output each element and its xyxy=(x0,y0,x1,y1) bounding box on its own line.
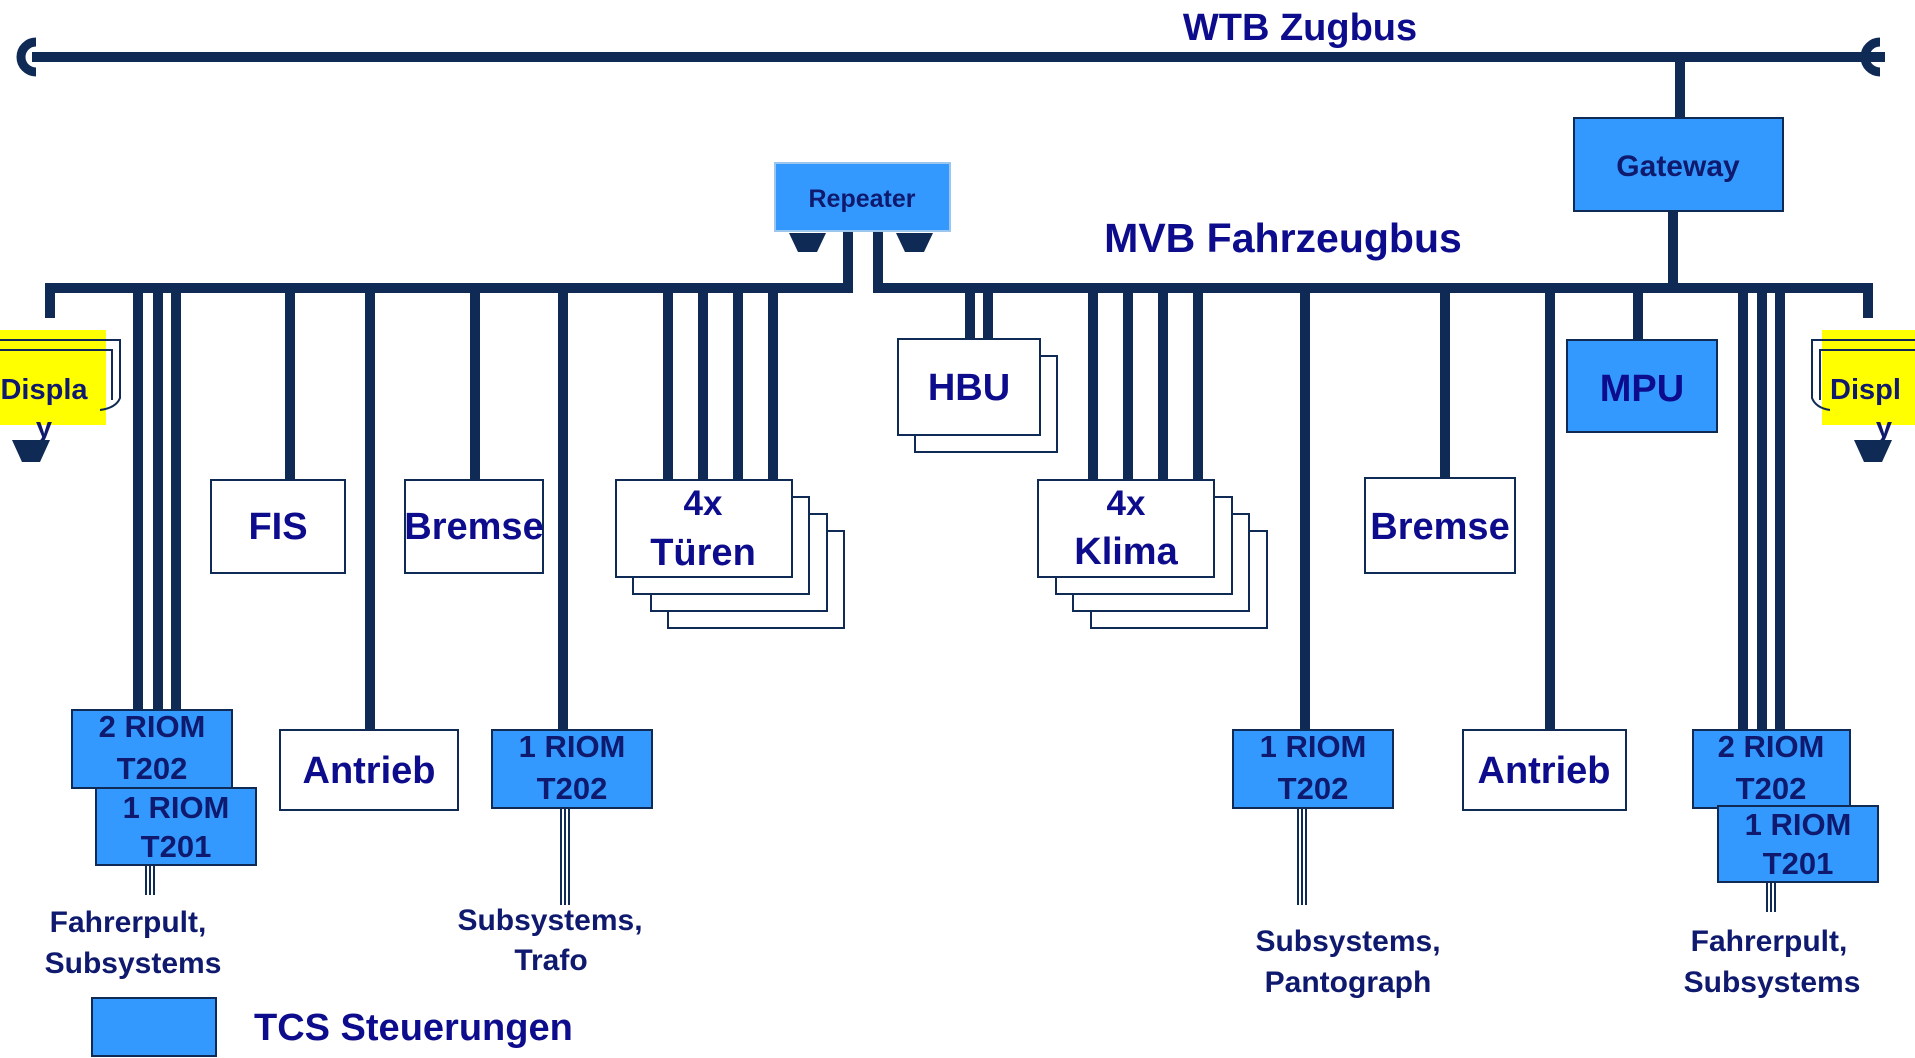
repeater-port-right-icon xyxy=(896,233,933,252)
mvb-bus xyxy=(45,232,1873,318)
riom-left-t202-line1: 2 RIOM xyxy=(99,709,206,744)
fis-label: FIS xyxy=(248,506,307,548)
bremse-right-label: Bremse xyxy=(1370,506,1509,548)
bremse-right-node: Bremse xyxy=(1364,477,1516,574)
bus-terminator-right xyxy=(1860,37,1881,77)
bus-terminator-left xyxy=(16,37,37,77)
display-left-line1: Displa xyxy=(0,374,88,406)
caption-right-line1: Fahrerpult, xyxy=(1691,925,1848,958)
bremse-left-node: Bremse xyxy=(404,479,544,574)
caption-right-line2: Subsystems xyxy=(1684,966,1861,999)
gateway-label: Gateway xyxy=(1616,150,1740,183)
caption-right: Fahrerpult, Subsystems xyxy=(1684,925,1861,999)
caption-mid: Subsystems, Trafo xyxy=(457,904,642,977)
riom-right-mid-t202-line2: T202 xyxy=(1278,771,1349,806)
caption-left-line1: Fahrerpult, xyxy=(50,906,207,939)
mpu-node: MPU xyxy=(1566,339,1718,433)
riom-left-t201-line1: 1 RIOM xyxy=(123,790,230,825)
display-left: Displa y xyxy=(0,330,121,462)
wtb-bus xyxy=(16,37,1885,77)
riom-right-t201: 1 RIOM T201 xyxy=(1717,805,1879,883)
display-right-line1: Displ xyxy=(1830,374,1901,406)
legend-swatch xyxy=(91,997,217,1057)
caption-right-mid-line2: Pantograph xyxy=(1265,966,1432,999)
caption-right-mid-line1: Subsystems, xyxy=(1255,925,1440,958)
klima-line1: 4x xyxy=(1107,484,1146,523)
riom-right-t202-line1: 2 RIOM xyxy=(1718,729,1825,764)
wtb-label: WTB Zugbus xyxy=(1183,7,1417,49)
hbu-node: HBU xyxy=(897,338,1058,453)
mvb-label: MVB Fahrzeugbus xyxy=(1104,215,1462,261)
caption-mid-line2: Trafo xyxy=(514,944,587,977)
riom-right-t201-line2: T201 xyxy=(1763,846,1834,881)
riom-right-mid-t202-line1: 1 RIOM xyxy=(1260,729,1367,764)
riom-left-t202-line2: T202 xyxy=(117,751,188,786)
mpu-label: MPU xyxy=(1600,368,1684,410)
legend: TCS Steuerungen xyxy=(91,997,573,1057)
display-right: Displ y xyxy=(1811,330,1915,462)
riom-mid-t202-line1: 1 RIOM xyxy=(519,729,626,764)
repeater-node: Repeater xyxy=(774,162,951,252)
legend-label: TCS Steuerungen xyxy=(254,1007,573,1049)
caption-left-line2: Subsystems xyxy=(45,947,222,980)
riom-left-t201-line2: T201 xyxy=(141,829,212,864)
hbu-label: HBU xyxy=(928,367,1010,409)
antrieb-right-node: Antrieb xyxy=(1462,729,1627,811)
display-right-port-icon xyxy=(1854,440,1892,462)
riom-right-mid-t202: 1 RIOM T202 xyxy=(1232,729,1394,809)
caption-left: Fahrerpult, Subsystems xyxy=(45,906,222,980)
tueren-node: 4x Türen xyxy=(615,479,845,629)
gateway-node: Gateway xyxy=(1573,117,1784,212)
riom-right-t201-line1: 1 RIOM xyxy=(1745,807,1852,842)
display-right-line2: y xyxy=(1876,412,1892,444)
tueren-line2: Türen xyxy=(650,532,756,574)
riom-mid-t202-line2: T202 xyxy=(537,771,608,806)
riom-left-t201: 1 RIOM T201 xyxy=(95,787,257,866)
klima-line2: Klima xyxy=(1074,531,1178,573)
riom-right-t202-line2: T202 xyxy=(1736,771,1807,806)
repeater-label: Repeater xyxy=(809,185,916,213)
riom-left-t202: 2 RIOM T202 xyxy=(71,709,233,789)
repeater-port-left-icon xyxy=(789,233,826,252)
display-left-line2: y xyxy=(36,412,52,444)
tueren-line1: 4x xyxy=(684,484,723,523)
antrieb-left-label: Antrieb xyxy=(303,750,436,792)
riom-right-t202: 2 RIOM T202 xyxy=(1692,729,1851,809)
fis-node: FIS xyxy=(210,479,346,574)
caption-right-mid: Subsystems, Pantograph xyxy=(1255,925,1440,999)
klima-node: 4x Klima xyxy=(1037,479,1268,629)
bremse-left-label: Bremse xyxy=(404,506,543,548)
antrieb-left-node: Antrieb xyxy=(279,729,459,811)
riom-mid-t202: 1 RIOM T202 xyxy=(491,729,653,809)
display-left-port-icon xyxy=(12,440,50,462)
antrieb-right-label: Antrieb xyxy=(1478,750,1611,792)
caption-mid-line1: Subsystems, xyxy=(457,904,642,937)
